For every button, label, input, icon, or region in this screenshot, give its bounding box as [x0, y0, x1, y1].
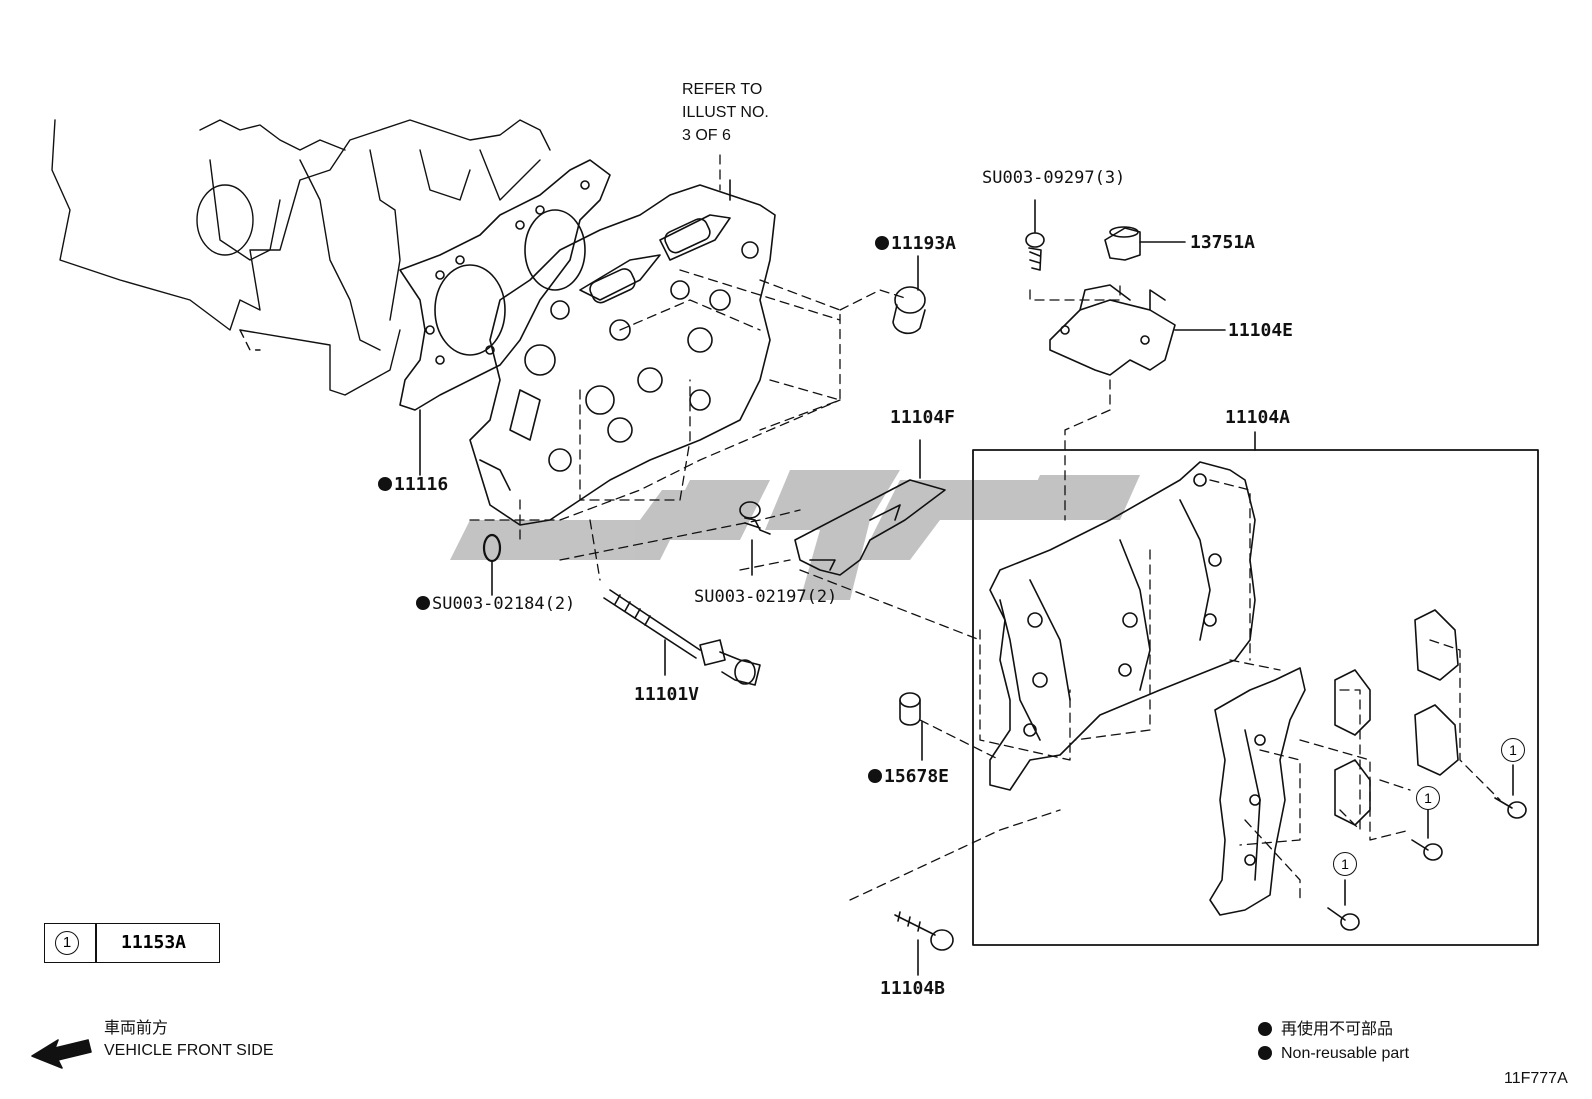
callout-15678e[interactable]: 15678E	[868, 766, 949, 787]
legend-divider	[95, 924, 97, 962]
watermark-logo	[450, 470, 1140, 600]
refer-note-line: ILLUST NO.	[682, 104, 769, 121]
non-reusable-dot-icon	[868, 769, 882, 783]
non-reusable-dot-icon	[1258, 1022, 1272, 1036]
non-reusable-jp: 再使用不可部品	[1281, 1021, 1394, 1038]
engine-block-outline	[51, 119, 551, 396]
non-reusable-dot-icon	[1258, 1046, 1272, 1060]
sub-marker[interactable]: 1	[1333, 852, 1357, 876]
callout-11116[interactable]: 11116	[378, 474, 448, 495]
head-bolt-11101v	[603, 589, 761, 686]
illustration-id: 11F777A	[1504, 1070, 1568, 1087]
non-reusable-en: Non-reusable part	[1281, 1045, 1410, 1062]
o-ring-su003-02184	[482, 533, 502, 596]
refer-note-line: 3 OF 6	[682, 127, 731, 144]
sleeve-15678e	[899, 692, 923, 761]
callout-11193a[interactable]: 11193A	[875, 233, 956, 254]
marker-bolts	[1327, 764, 1527, 931]
bolt-11104b	[894, 911, 954, 976]
timing-frame	[989, 461, 1256, 791]
legend-marker: 1	[55, 931, 79, 955]
head-gasket-11116	[399, 159, 611, 476]
side-cover	[1209, 667, 1306, 916]
refer-note: REFER TO ILLUST NO. 3 OF 6	[682, 78, 769, 147]
non-reusable-dot-icon	[875, 236, 889, 250]
non-reusable-dot-icon	[416, 596, 430, 610]
bolt-su003-02197	[739, 501, 771, 576]
refer-note-line: REFER TO	[682, 81, 763, 98]
cam-bracket-11104e	[1049, 284, 1226, 376]
callout-11101v[interactable]: 11101V	[634, 684, 700, 705]
callout-13751a[interactable]: 13751A	[1190, 232, 1256, 253]
guide-lines	[469, 154, 1501, 901]
legend-box: 1 11153A	[44, 923, 220, 963]
bracket-plate-11104f	[794, 439, 946, 576]
front-arrow-icon	[31, 1039, 92, 1069]
callout-11104b[interactable]: 11104B	[880, 978, 946, 999]
sub-marker[interactable]: 1	[1416, 786, 1440, 810]
cam-cap-13751a	[1104, 226, 1186, 261]
front-side-note: 車両前方 VEHICLE FRONT SIDE	[104, 1018, 274, 1062]
callout-su003-09297[interactable]: SU003-09297(3)	[982, 168, 1126, 188]
cylinder-head	[469, 179, 776, 526]
bearing-caps	[1334, 609, 1459, 826]
callout-11104f[interactable]: 11104F	[890, 407, 956, 428]
callout-11104e[interactable]: 11104E	[1228, 320, 1294, 341]
non-reusable-dot-icon	[378, 477, 392, 491]
sub-marker[interactable]: 1	[1501, 738, 1525, 762]
bolt-su003-09297	[1025, 199, 1045, 271]
non-reusable-note: 再使用不可部品 Non-reusable part	[1281, 1018, 1409, 1066]
callout-su003-02184[interactable]: SU003-02184(2)	[416, 594, 575, 614]
front-side-jp: 車両前方	[104, 1020, 169, 1037]
legend-code[interactable]: 11153A	[121, 932, 187, 953]
oil-seal-11193a	[892, 255, 926, 335]
callout-su003-02197[interactable]: SU003-02197(2)	[694, 587, 838, 607]
front-side-en: VEHICLE FRONT SIDE	[104, 1042, 274, 1059]
callout-11104a[interactable]: 11104A	[1225, 407, 1291, 428]
